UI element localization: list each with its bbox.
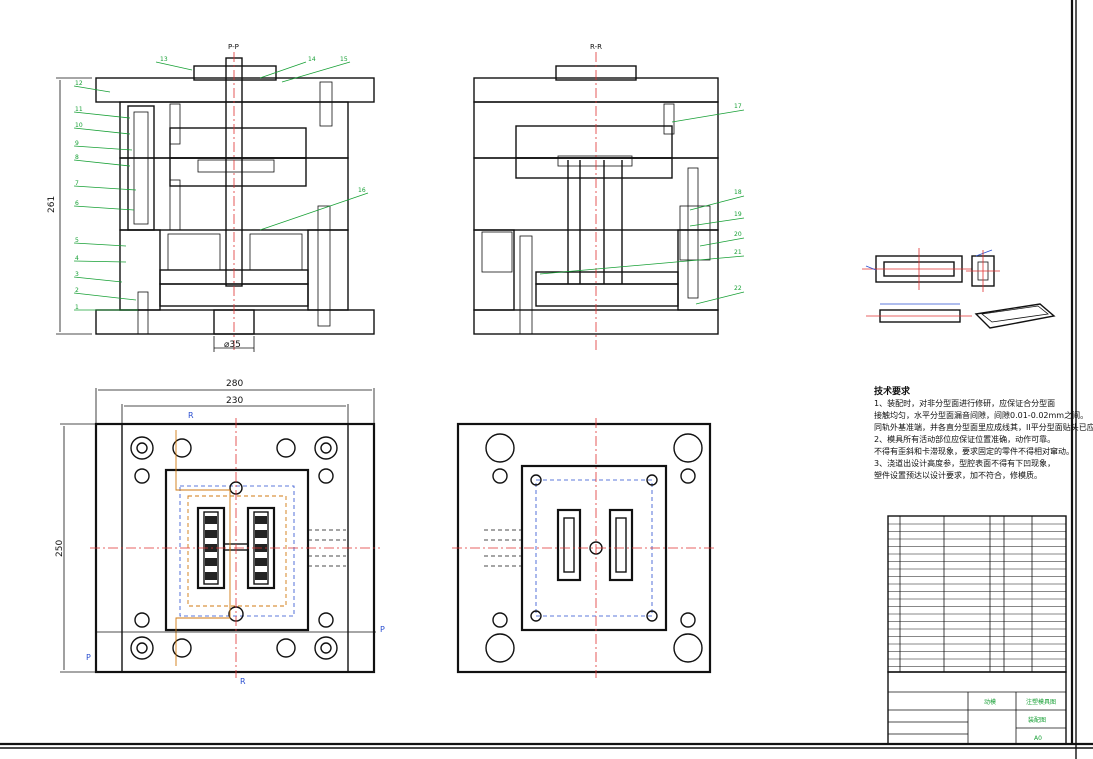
svg-text:2、模具所有活动部位应保证位置准确，动作可靠。: 2、模具所有活动部位应保证位置准确，动作可靠。 (874, 434, 1055, 444)
svg-text:12: 12 (75, 80, 83, 87)
svg-text:15: 15 (340, 56, 348, 63)
svg-text:4: 4 (75, 255, 79, 262)
title-name: 动模 (984, 698, 996, 706)
section-view-rr: R-R (473, 43, 719, 350)
svg-text:不得有歪斜和卡滞现象，要求固定的零件不得相对窜动。: 不得有歪斜和卡滞现象，要求固定的零件不得相对窜动。 (874, 446, 1074, 456)
plan-view-moving-half: 280 230 250 (55, 379, 385, 686)
svg-text:1: 1 (75, 304, 79, 311)
callouts-rr: 17 18 19 20 21 22 (539, 103, 745, 305)
section-title-pp: P-P (228, 43, 239, 51)
svg-text:16: 16 (358, 187, 366, 194)
svg-text:17: 17 (734, 103, 742, 110)
svg-text:18: 18 (734, 189, 742, 196)
section-title-rr: R-R (590, 43, 602, 51)
part-views (862, 248, 1056, 329)
plan-mark-r-bottom: R (240, 677, 246, 686)
svg-text:14: 14 (308, 56, 316, 63)
svg-text:22: 22 (734, 285, 742, 292)
callouts-pp: 1 2 3 4 5 6 7 8 9 10 11 12 13 14 15 16 (73, 56, 369, 311)
svg-text:7: 7 (75, 180, 79, 187)
plan-mark-p-right: P (380, 625, 385, 634)
svg-text:6: 6 (75, 200, 79, 207)
dim-width-outer: 280 (226, 379, 243, 389)
svg-text:1、装配时，对非分型面进行修研，应保证合分型面: 1、装配时，对非分型面进行修研，应保证合分型面 (874, 398, 1055, 408)
plan-mark-r-top: R (188, 411, 194, 420)
svg-text:同轨外基准端，并各直分型面里应成线其，II平分型面贴头已应对: 同轨外基准端，并各直分型面里应成线其，II平分型面贴头已应对可。 (874, 422, 1093, 432)
svg-text:塑件设置预达以设计要求，加不符合，修模质。: 塑件设置预达以设计要求，加不符合，修模质。 (874, 470, 1042, 480)
svg-text:接触均匀，水平分型面漏音间隙，间隙0.01-0.02mm之间: 接触均匀，水平分型面漏音间隙，间隙0.01-0.02mm之间。 (874, 410, 1088, 420)
technical-requirements: 技术要求 1、装配时，对非分型面进行修研，应保证合分型面 接触均匀，水平分型面漏… (874, 385, 1093, 480)
dim-width-inner: 230 (226, 396, 243, 406)
title-material: 装配图 (1028, 716, 1046, 724)
title-block: 动模 注塑模具图 装配图 A0 (887, 671, 1067, 745)
dim-depth: 250 (55, 540, 65, 557)
notes-heading: 技术要求 (874, 385, 911, 397)
bom-table (887, 515, 1067, 673)
svg-text:3: 3 (75, 271, 79, 278)
svg-text:3、浇道出设计高度参，型腔表面不得有下凹现象，: 3、浇道出设计高度参，型腔表面不得有下凹现象， (874, 458, 1055, 468)
svg-text:19: 19 (734, 211, 742, 218)
title-drawing: 注塑模具图 (1026, 698, 1056, 706)
svg-text:13: 13 (160, 56, 168, 63)
svg-text:20: 20 (734, 231, 742, 238)
svg-text:8: 8 (75, 154, 79, 161)
title-scale: A0 (1034, 735, 1042, 742)
plan-mark-p-left: P (86, 653, 91, 662)
svg-text:9: 9 (75, 140, 79, 147)
section-view-pp: P-P (47, 43, 375, 352)
svg-text:2: 2 (75, 287, 79, 294)
svg-text:10: 10 (75, 122, 83, 129)
svg-text:5: 5 (75, 237, 79, 244)
svg-text:21: 21 (734, 249, 742, 256)
plan-view-fixed-half (452, 418, 716, 678)
dim-bore: ⌀35 (224, 340, 241, 350)
svg-text:11: 11 (75, 106, 83, 113)
dim-height: 261 (47, 196, 57, 213)
